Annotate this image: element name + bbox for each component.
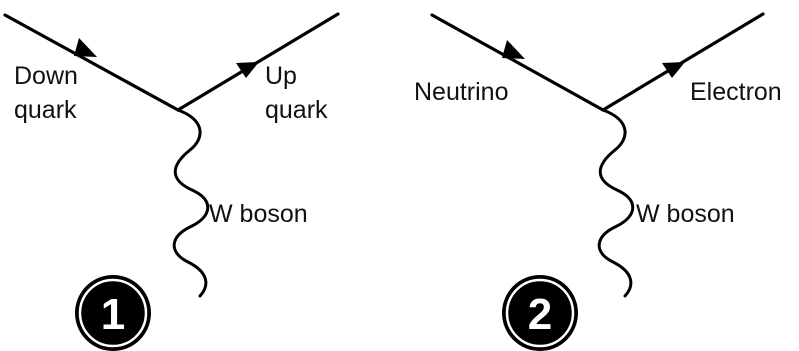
electron-line bbox=[601, 12, 765, 112]
badge-2-number: 2 bbox=[528, 290, 552, 339]
down-quark-line bbox=[3, 13, 180, 112]
w-boson-label-1: W boson bbox=[209, 200, 308, 228]
up-quark-label-line1: Up bbox=[265, 62, 297, 90]
neutrino-line bbox=[430, 13, 605, 112]
neutrino-arrow-icon bbox=[502, 40, 525, 59]
diagram-1: Down quark Up quark W boson 1 bbox=[3, 12, 340, 351]
w-boson-label-2: W boson bbox=[636, 200, 735, 228]
badge-2: 2 bbox=[502, 275, 578, 351]
down-quark-label-line2: quark bbox=[14, 96, 77, 124]
w-boson-wave-2 bbox=[597, 108, 635, 298]
up-quark-line bbox=[176, 12, 340, 112]
electron-label: Electron bbox=[690, 78, 782, 106]
up-quark-label-line2: quark bbox=[265, 96, 328, 124]
down-quark-label-line1: Down bbox=[14, 62, 78, 90]
w-boson-wave-1 bbox=[172, 108, 210, 298]
badge-1: 1 bbox=[75, 275, 151, 351]
badge-1-number: 1 bbox=[101, 290, 125, 339]
down-quark-arrow-icon bbox=[74, 38, 97, 57]
up-quark-arrow-icon bbox=[236, 62, 259, 78]
neutrino-label: Neutrino bbox=[414, 78, 509, 106]
diagram-2: Neutrino Electron W boson 2 bbox=[414, 12, 782, 351]
electron-arrow-icon bbox=[662, 62, 685, 78]
